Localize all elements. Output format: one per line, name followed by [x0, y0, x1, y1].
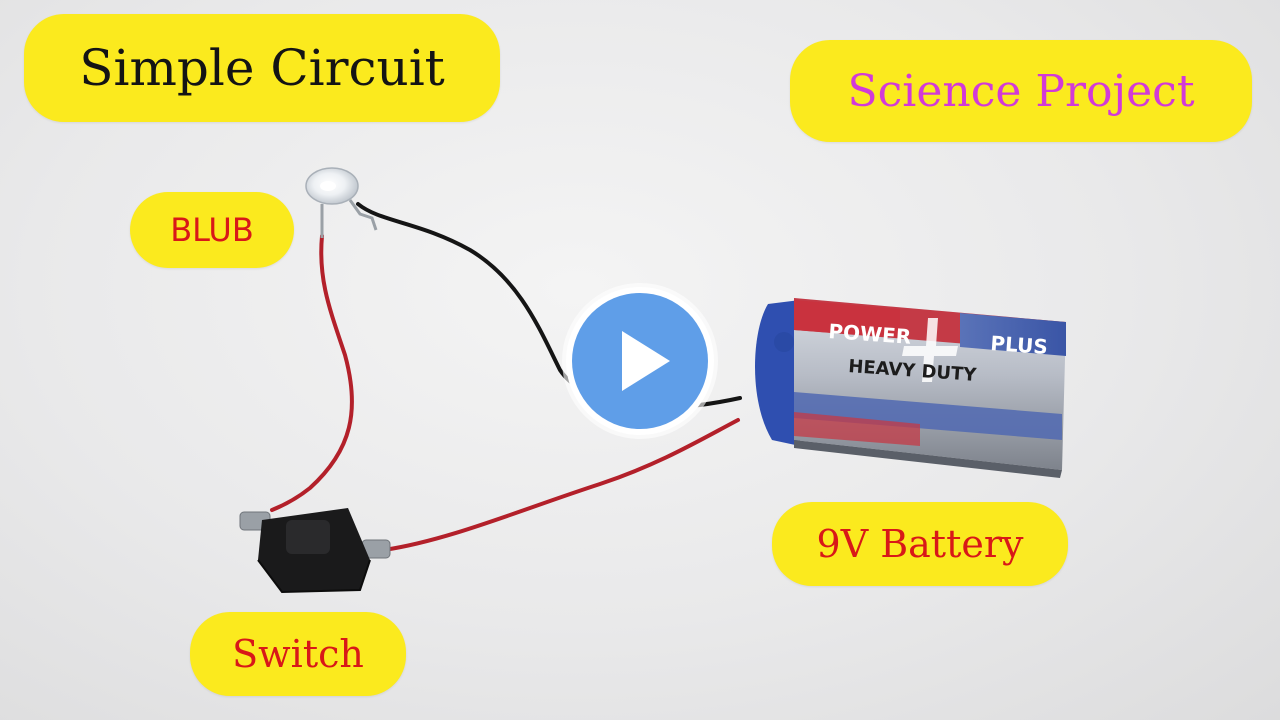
battery-text: 9V Battery [816, 522, 1024, 566]
bulb-text: BLUB [170, 211, 254, 249]
title-label: Simple Circuit [24, 14, 500, 122]
bulb-label: BLUB [130, 192, 294, 268]
project-label: Science Project [790, 40, 1252, 142]
play-button-circle[interactable] [572, 293, 708, 429]
battery: POWER PLUS HEAVY DUTY [755, 298, 1066, 478]
switch-label: Switch [190, 612, 406, 696]
battery-label: 9V Battery [772, 502, 1068, 586]
play-button[interactable] [566, 287, 714, 435]
switch-text: Switch [232, 632, 364, 676]
bulb-lead-right [348, 199, 378, 231]
battery-text-power: POWER [828, 319, 912, 349]
battery-text-plus: PLUS [990, 331, 1049, 359]
red-wire-bulb-switch [270, 234, 354, 512]
play-icon[interactable] [622, 331, 670, 391]
red-wire-switch-battery [382, 418, 740, 552]
title-text: Simple Circuit [79, 39, 445, 97]
project-text: Science Project [847, 65, 1195, 117]
switch [239, 508, 391, 594]
